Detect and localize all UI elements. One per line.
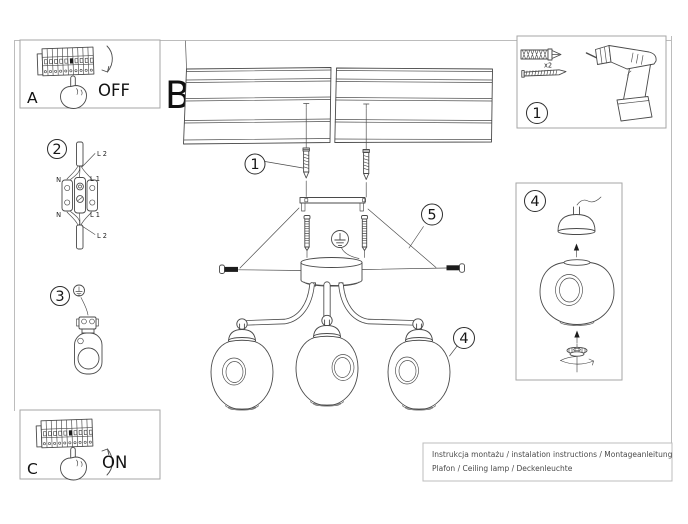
wire-icon — [576, 196, 602, 206]
ground-symbol-main — [331, 230, 360, 259]
panel-a-label: A — [27, 89, 38, 107]
panel-tools: x2 1 — [516, 35, 667, 129]
wood-screw-right-icon — [362, 149, 370, 180]
callout-5: 5 — [408, 203, 443, 249]
wire-label-l1-bottom: L 1 — [90, 211, 100, 219]
lamp-holder-icon — [557, 206, 596, 235]
canopy — [300, 257, 363, 288]
screw-icon — [521, 69, 567, 78]
anchor-qty-label: x2 — [544, 62, 552, 70]
machine-screw-left-icon — [303, 215, 311, 251]
wall-plug-icon — [520, 48, 562, 61]
callout-4-main: 4 — [449, 327, 475, 357]
off-label: OFF — [98, 81, 130, 100]
glass-shade-icon — [539, 259, 615, 326]
panel-wiring: 2 L 2 N L 1 N L 1 L 2 — [47, 139, 107, 250]
panel-ground: 3 — [50, 284, 103, 375]
callout-1-number: 1 — [250, 157, 259, 173]
breaker-strip-icon — [35, 418, 94, 449]
breaker-strip-icon — [36, 46, 95, 77]
wire-label-l2-top: L 2 — [97, 150, 107, 158]
step-3-number: 3 — [55, 289, 64, 305]
main-drawing: B 1 — [165, 40, 493, 411]
panel-c-label: C — [27, 460, 38, 478]
drill-icon — [585, 45, 657, 122]
panel-shade-assembly: 4 — [515, 182, 623, 381]
ceiling-boards — [183, 40, 493, 145]
mounting-bracket — [299, 197, 366, 212]
wire-label-n-bottom: N — [56, 211, 61, 219]
ground-symbol-icon — [73, 284, 85, 297]
footer: Instrukcja montażu / instalation instruc… — [422, 442, 673, 482]
arrow-up-icon — [574, 330, 580, 344]
side-screws — [219, 207, 465, 274]
callout-1-main: 1 — [244, 153, 304, 175]
terminal-block-icon — [61, 177, 98, 214]
step-4-number: 4 — [530, 194, 539, 210]
footer-line2: Plafon / Ceiling lamp / Deckenleuchte — [432, 464, 573, 473]
panel-breaker-off: OFF A — [19, 39, 161, 109]
on-label: ON — [102, 453, 127, 472]
footer-line1: Instrukcja montażu / instalation instruc… — [432, 450, 673, 459]
machine-screw-right-icon — [361, 215, 368, 251]
callout-4-number: 4 — [459, 331, 468, 347]
mounting-screws — [302, 107, 370, 198]
ceiling-hook-icon — [74, 316, 103, 375]
glass-shade-center — [295, 319, 359, 407]
glass-shade-left — [210, 323, 274, 411]
arrow-up-icon — [573, 243, 580, 258]
step-1-number: 1 — [532, 106, 541, 122]
callout-5-number: 5 — [427, 208, 436, 224]
step-2-number: 2 — [52, 142, 61, 158]
wood-screw-left-icon — [302, 147, 310, 179]
lamp-arms — [236, 281, 424, 330]
wire-label-l1-top: L 1 — [90, 175, 100, 183]
ring-nut-icon — [566, 343, 588, 373]
wire-label-n-top: N — [56, 176, 61, 184]
panel-breaker-on: ON C — [19, 409, 161, 481]
wire-label-l2-bottom: L 2 — [97, 232, 107, 240]
canopy-screws — [303, 215, 368, 258]
glass-shade-right — [387, 323, 451, 411]
rotate-arrow-icon — [560, 356, 594, 366]
